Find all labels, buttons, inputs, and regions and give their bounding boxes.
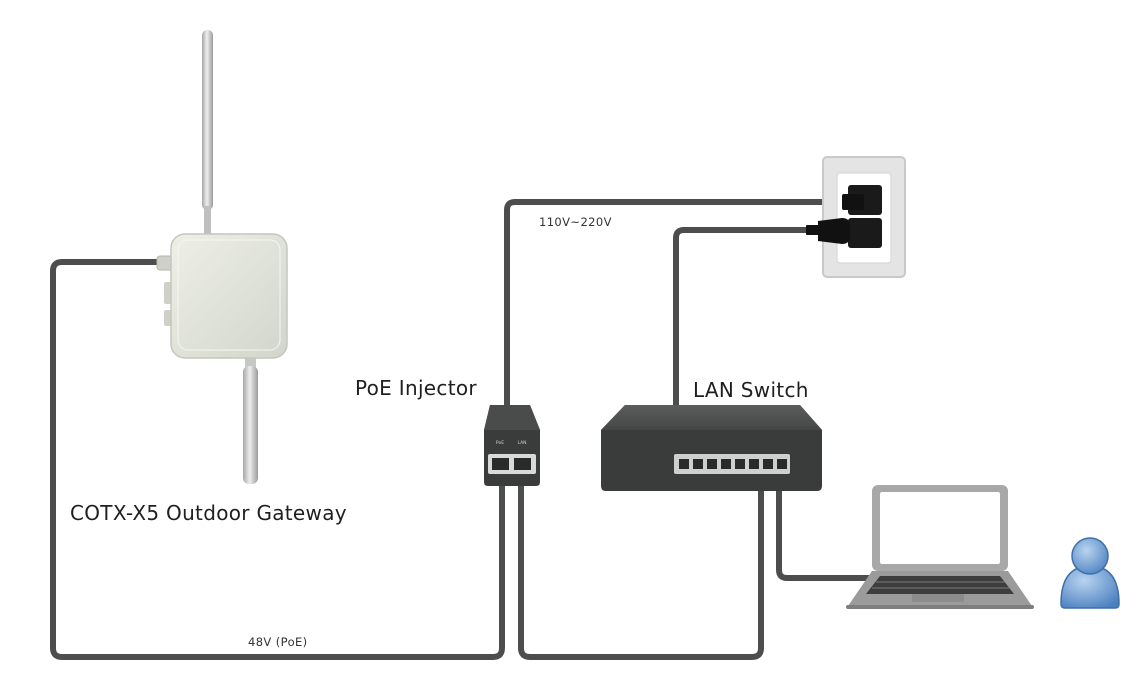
injector-port-label-lan: LAN bbox=[517, 440, 526, 446]
cable-injector-to-outlet bbox=[504, 199, 855, 408]
antenna-icon bbox=[243, 358, 258, 484]
gateway-device bbox=[156, 30, 288, 484]
power-plug-icon bbox=[806, 194, 864, 244]
cable-gateway-to-injector bbox=[50, 259, 505, 660]
laptop-icon bbox=[846, 485, 1034, 609]
poe-injector-label: PoE Injector bbox=[355, 376, 477, 400]
user-icon bbox=[1060, 537, 1120, 609]
cable-switch-to-outlet bbox=[673, 227, 811, 408]
cables bbox=[50, 199, 873, 660]
cable-injector-to-switch bbox=[518, 469, 764, 660]
gateway-label: COTX-X5 Outdoor Gateway bbox=[70, 501, 347, 525]
antenna-icon bbox=[202, 30, 213, 236]
injector-port-label-poe: PoE bbox=[496, 440, 504, 446]
lan-switch-label: LAN Switch bbox=[693, 378, 809, 402]
poe-injector-device bbox=[484, 405, 540, 486]
cable-switch-to-laptop bbox=[776, 469, 873, 581]
poe-voltage-label: 48V (PoE) bbox=[248, 635, 308, 649]
lan-switch-device bbox=[601, 405, 822, 491]
wall-outlet-icon bbox=[822, 156, 906, 278]
ac-power-label: 110V~220V bbox=[539, 215, 612, 229]
